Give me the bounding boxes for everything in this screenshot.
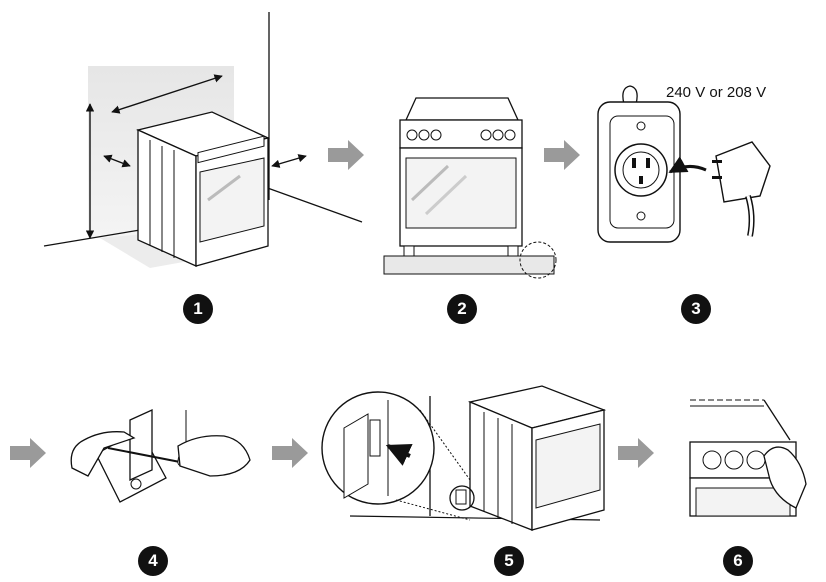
step-5-badge: 5 <box>494 546 524 576</box>
voltage-label: 240 V or 208 V <box>666 84 767 101</box>
step-1-illustration <box>43 12 363 268</box>
step-1-badge: 1 <box>183 294 213 324</box>
step-2-illustration <box>383 97 557 279</box>
step-arrow-3 <box>10 438 46 468</box>
step-arrow-1 <box>328 140 364 170</box>
step-3-badge: 3 <box>681 294 711 324</box>
step-2-badge: 2 <box>447 294 477 324</box>
step-4-illustration <box>70 408 251 503</box>
step-arrow-5 <box>618 438 654 468</box>
step-3-illustration <box>597 85 771 243</box>
step-6-badge: 6 <box>723 546 753 576</box>
step-arrow-2 <box>544 140 580 170</box>
step-6-illustration <box>689 399 807 517</box>
step-arrow-4 <box>272 438 308 468</box>
step-4-badge: 4 <box>138 546 168 576</box>
step-5-illustration <box>321 385 607 531</box>
